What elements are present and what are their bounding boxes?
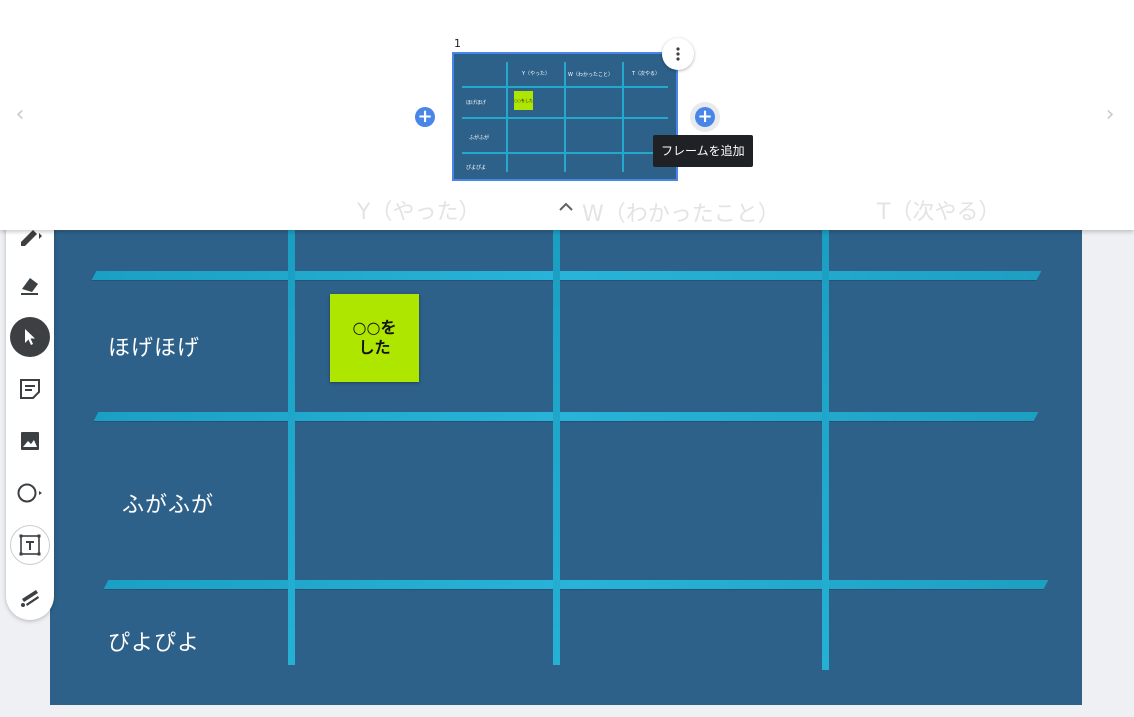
image-tool[interactable] (10, 421, 50, 461)
ghost-column-header: Y（やった） (357, 200, 481, 225)
sticky-note-tool[interactable] (10, 369, 50, 409)
ghost-column-header: W（わかったこと） (582, 202, 780, 227)
thumb-grid-line (622, 62, 624, 172)
sticky-note-icon (20, 379, 40, 399)
tool-palette (6, 215, 54, 620)
chevron-up-icon (559, 202, 573, 211)
thumb-grid-line (564, 62, 566, 172)
add-frame-right-button[interactable]: + (695, 107, 715, 127)
row-label-piyopiyo: ぴよぴよ (108, 631, 201, 656)
add-frame-left-button[interactable]: + (415, 107, 435, 127)
row-label-hogehoge: ほげほげ (108, 336, 201, 361)
thumb-col-head: W（わかったこと） (568, 72, 613, 78)
grid-line-vertical (822, 230, 829, 670)
laser-tool[interactable] (10, 577, 50, 617)
image-icon (21, 432, 39, 450)
thumb-row-label: ふがふが (469, 135, 490, 141)
row-label-fugafuga: ふがふが (122, 493, 215, 518)
thumb-grid-line (506, 62, 508, 172)
thumb-col-head: Y（やった） (522, 71, 551, 77)
text-box-icon (19, 534, 41, 556)
add-frame-right-hover: + (690, 102, 720, 132)
laser-icon (21, 590, 39, 607)
next-frame-button[interactable]: › (1105, 101, 1115, 127)
grid-line-vertical (288, 230, 295, 665)
collapse-frame-bar-button[interactable] (556, 196, 576, 216)
shape-tool[interactable] (10, 473, 50, 513)
pen-icon (21, 230, 42, 246)
frame-options-button[interactable] (662, 38, 694, 70)
prev-frame-button[interactable]: ‹ (15, 101, 25, 127)
frame-bar: ‹ › 1 + Y（やった） W（わかったこと） T（次やる） ほげほげ ふがふ… (0, 0, 1134, 230)
eraser-icon (21, 278, 38, 295)
grid-line-vertical (553, 230, 560, 665)
eraser-tool[interactable] (10, 265, 50, 305)
frame-number: 1 (454, 37, 461, 50)
sticky-note[interactable]: ○○を した (330, 294, 419, 382)
jamboard-canvas[interactable]: Y（やった） W（わかったこと） T（次やる） ほげほげ ふがふが ぴよぴよ ○… (50, 150, 1082, 705)
add-frame-tooltip: フレームを追加 (653, 135, 753, 167)
grid-line-horizontal (93, 412, 1039, 421)
ghost-column-header: T（次やる） (877, 200, 1001, 225)
circle-shape-icon (17, 483, 42, 503)
frame-bar-fade: Y（やった） W（わかったこと） T（次やる） (0, 182, 1134, 230)
thumb-sticky-note: ○○をした (514, 91, 533, 110)
thumb-col-head: T（次やる） (632, 71, 661, 77)
pen-tool[interactable] (10, 215, 50, 255)
select-tool[interactable] (10, 317, 50, 357)
thumb-row-label: ほげほげ (466, 100, 487, 106)
grid-line-horizontal (91, 271, 1042, 280)
more-vert-icon (676, 47, 680, 61)
frame-thumbnail[interactable]: Y（やった） W（わかったこと） T（次やる） ほげほげ ふがふが ぴよぴよ ○… (452, 52, 678, 181)
grid-line-horizontal (103, 580, 1049, 589)
text-box-tool[interactable] (10, 525, 50, 565)
select-icon (25, 329, 35, 345)
thumb-row-label: ぴよぴよ (466, 165, 487, 171)
